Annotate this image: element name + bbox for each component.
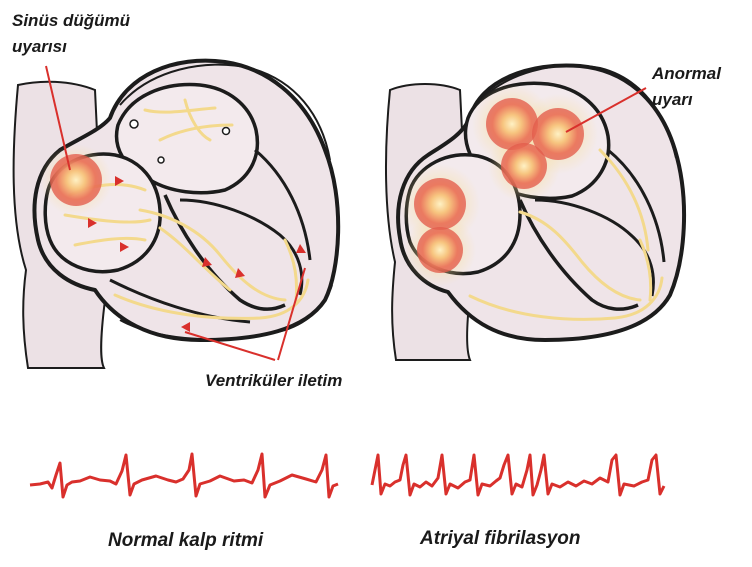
sinus-node-pointer [45, 65, 71, 171]
valve-dot [221, 126, 231, 136]
abnormal-pointer [565, 87, 647, 133]
ventricular-pointer-1 [184, 331, 276, 361]
valve-dot [157, 156, 165, 164]
abnormal-focus [501, 143, 547, 189]
abnormal-label-line2: uyarı [652, 90, 693, 109]
ecg-normal-trace [29, 452, 339, 499]
abnormal-focus [532, 108, 584, 160]
ventricle-septum-right [518, 199, 639, 311]
heart-outer-sketch-right [475, 64, 677, 159]
afib-heart [384, 63, 687, 361]
ventricle-inner-wall-right [534, 198, 655, 297]
ecg-afib-trace [370, 453, 666, 497]
normal-rhythm-caption: Normal kalp ritmi [108, 530, 264, 551]
abnormal-foci [400, 84, 598, 286]
ventricular-pointer-2 [277, 267, 306, 361]
normal-heart [12, 58, 341, 369]
heart-bottom-sketch [119, 284, 333, 341]
sinus-node-glow [50, 154, 102, 206]
abnormal-focus [417, 227, 463, 273]
conduction-arrowheads [88, 176, 306, 332]
ventricle-right-wall [254, 148, 312, 261]
valve-dot [129, 119, 139, 129]
abnormal-focus [486, 98, 538, 150]
ventricle-lower-wall [109, 278, 251, 324]
abnormal-focus [414, 178, 466, 230]
ventricular-conduction-label: Ventriküler iletim [205, 371, 343, 390]
heart-outer-sketch [119, 63, 331, 161]
abnormal-label-line1: Anormal [652, 64, 721, 83]
ventricle-inner-wall [179, 198, 304, 296]
conduction-pathways-right [468, 148, 664, 321]
atrial-fibrillation-caption: Atriyal fibrilasyon [420, 528, 581, 549]
sinus-node-label-line1: Sinüs düğümü [12, 11, 131, 30]
ventricle-right-wall-right [607, 148, 666, 263]
sinus-node-label-line2: uyarısı [12, 37, 67, 56]
